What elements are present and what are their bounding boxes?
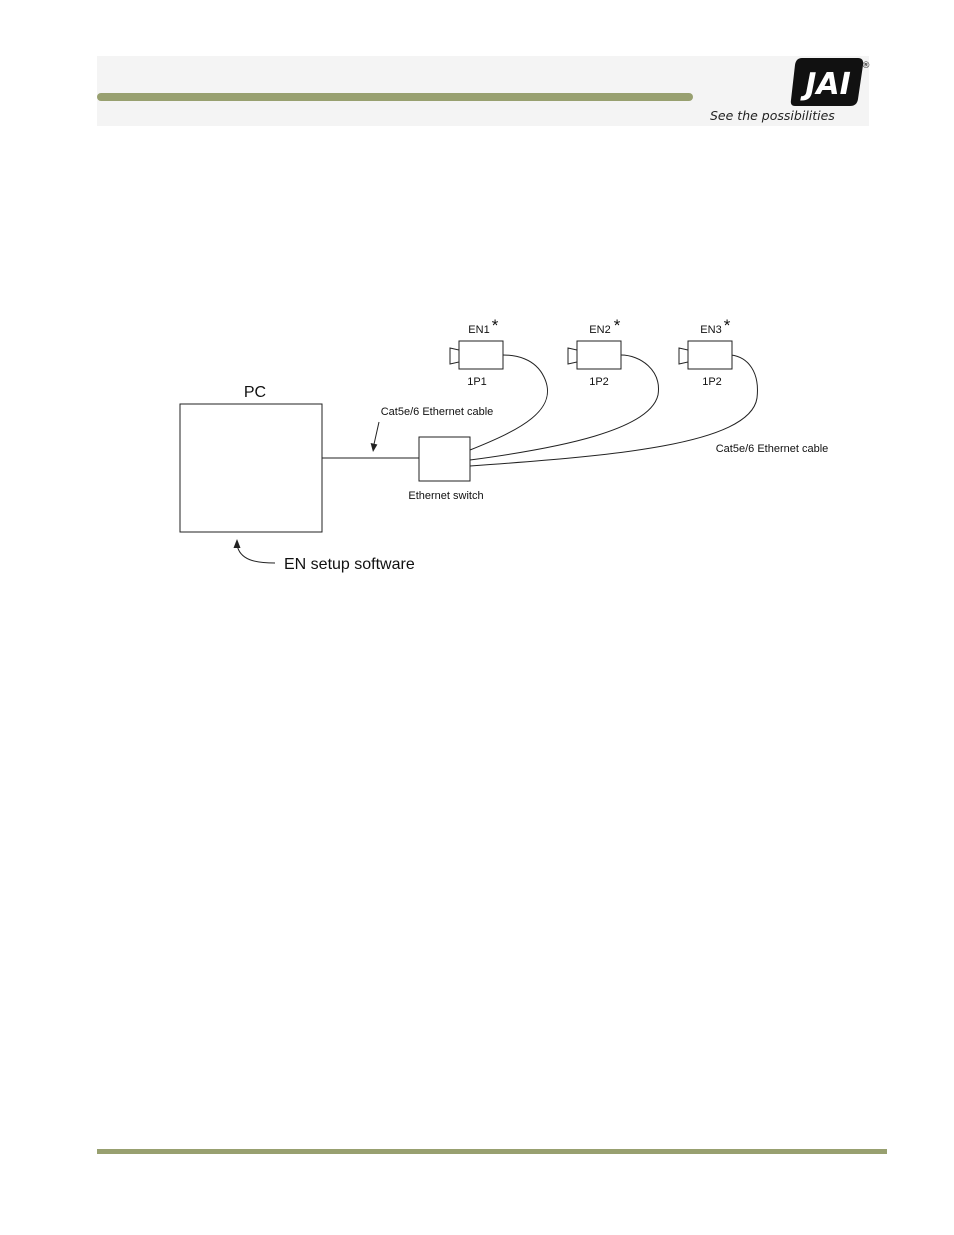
ethernet-switch — [419, 437, 470, 481]
camera-en1-marker: * — [492, 316, 499, 335]
footer-bar — [97, 1149, 887, 1154]
software-pointer — [237, 545, 275, 563]
camera-en1: EN1 * 1P1 — [450, 316, 503, 388]
camera-cable-en3 — [470, 355, 757, 466]
camera-en2-name: EN2 — [589, 324, 610, 336]
camera-en2-marker: * — [614, 316, 621, 335]
camera-en1-port: 1P1 — [467, 376, 487, 388]
camera-en3-port: 1P2 — [702, 376, 722, 388]
switch-label: Ethernet switch — [408, 490, 483, 502]
camera-en3-body — [688, 341, 732, 369]
pc-cable-pointer — [374, 422, 379, 446]
camera-en2: EN2 * 1P2 — [568, 316, 621, 388]
camera-en1-lens-icon — [450, 348, 459, 364]
pc-cable-label: Cat5e/6 Ethernet cable — [381, 406, 494, 418]
camera-en2-lens-icon — [568, 348, 577, 364]
camera-en1-name: EN1 — [468, 324, 489, 336]
camera-en3: EN3 * 1P2 — [679, 316, 732, 388]
pc-label: PC — [244, 384, 266, 401]
pc-box — [180, 404, 322, 532]
camera-en3-lens-icon — [679, 348, 688, 364]
camera-cable-label: Cat5e/6 Ethernet cable — [716, 443, 829, 455]
camera-en3-marker: * — [724, 316, 731, 335]
software-label: EN setup software — [284, 556, 415, 573]
camera-en2-port: 1P2 — [589, 376, 609, 388]
camera-en2-body — [577, 341, 621, 369]
camera-en3-name: EN3 — [700, 324, 721, 336]
pc-cable-pointer-head — [371, 443, 378, 452]
camera-en1-body — [459, 341, 503, 369]
software-pointer-head — [234, 539, 241, 548]
camera-cable-en2 — [470, 355, 658, 460]
